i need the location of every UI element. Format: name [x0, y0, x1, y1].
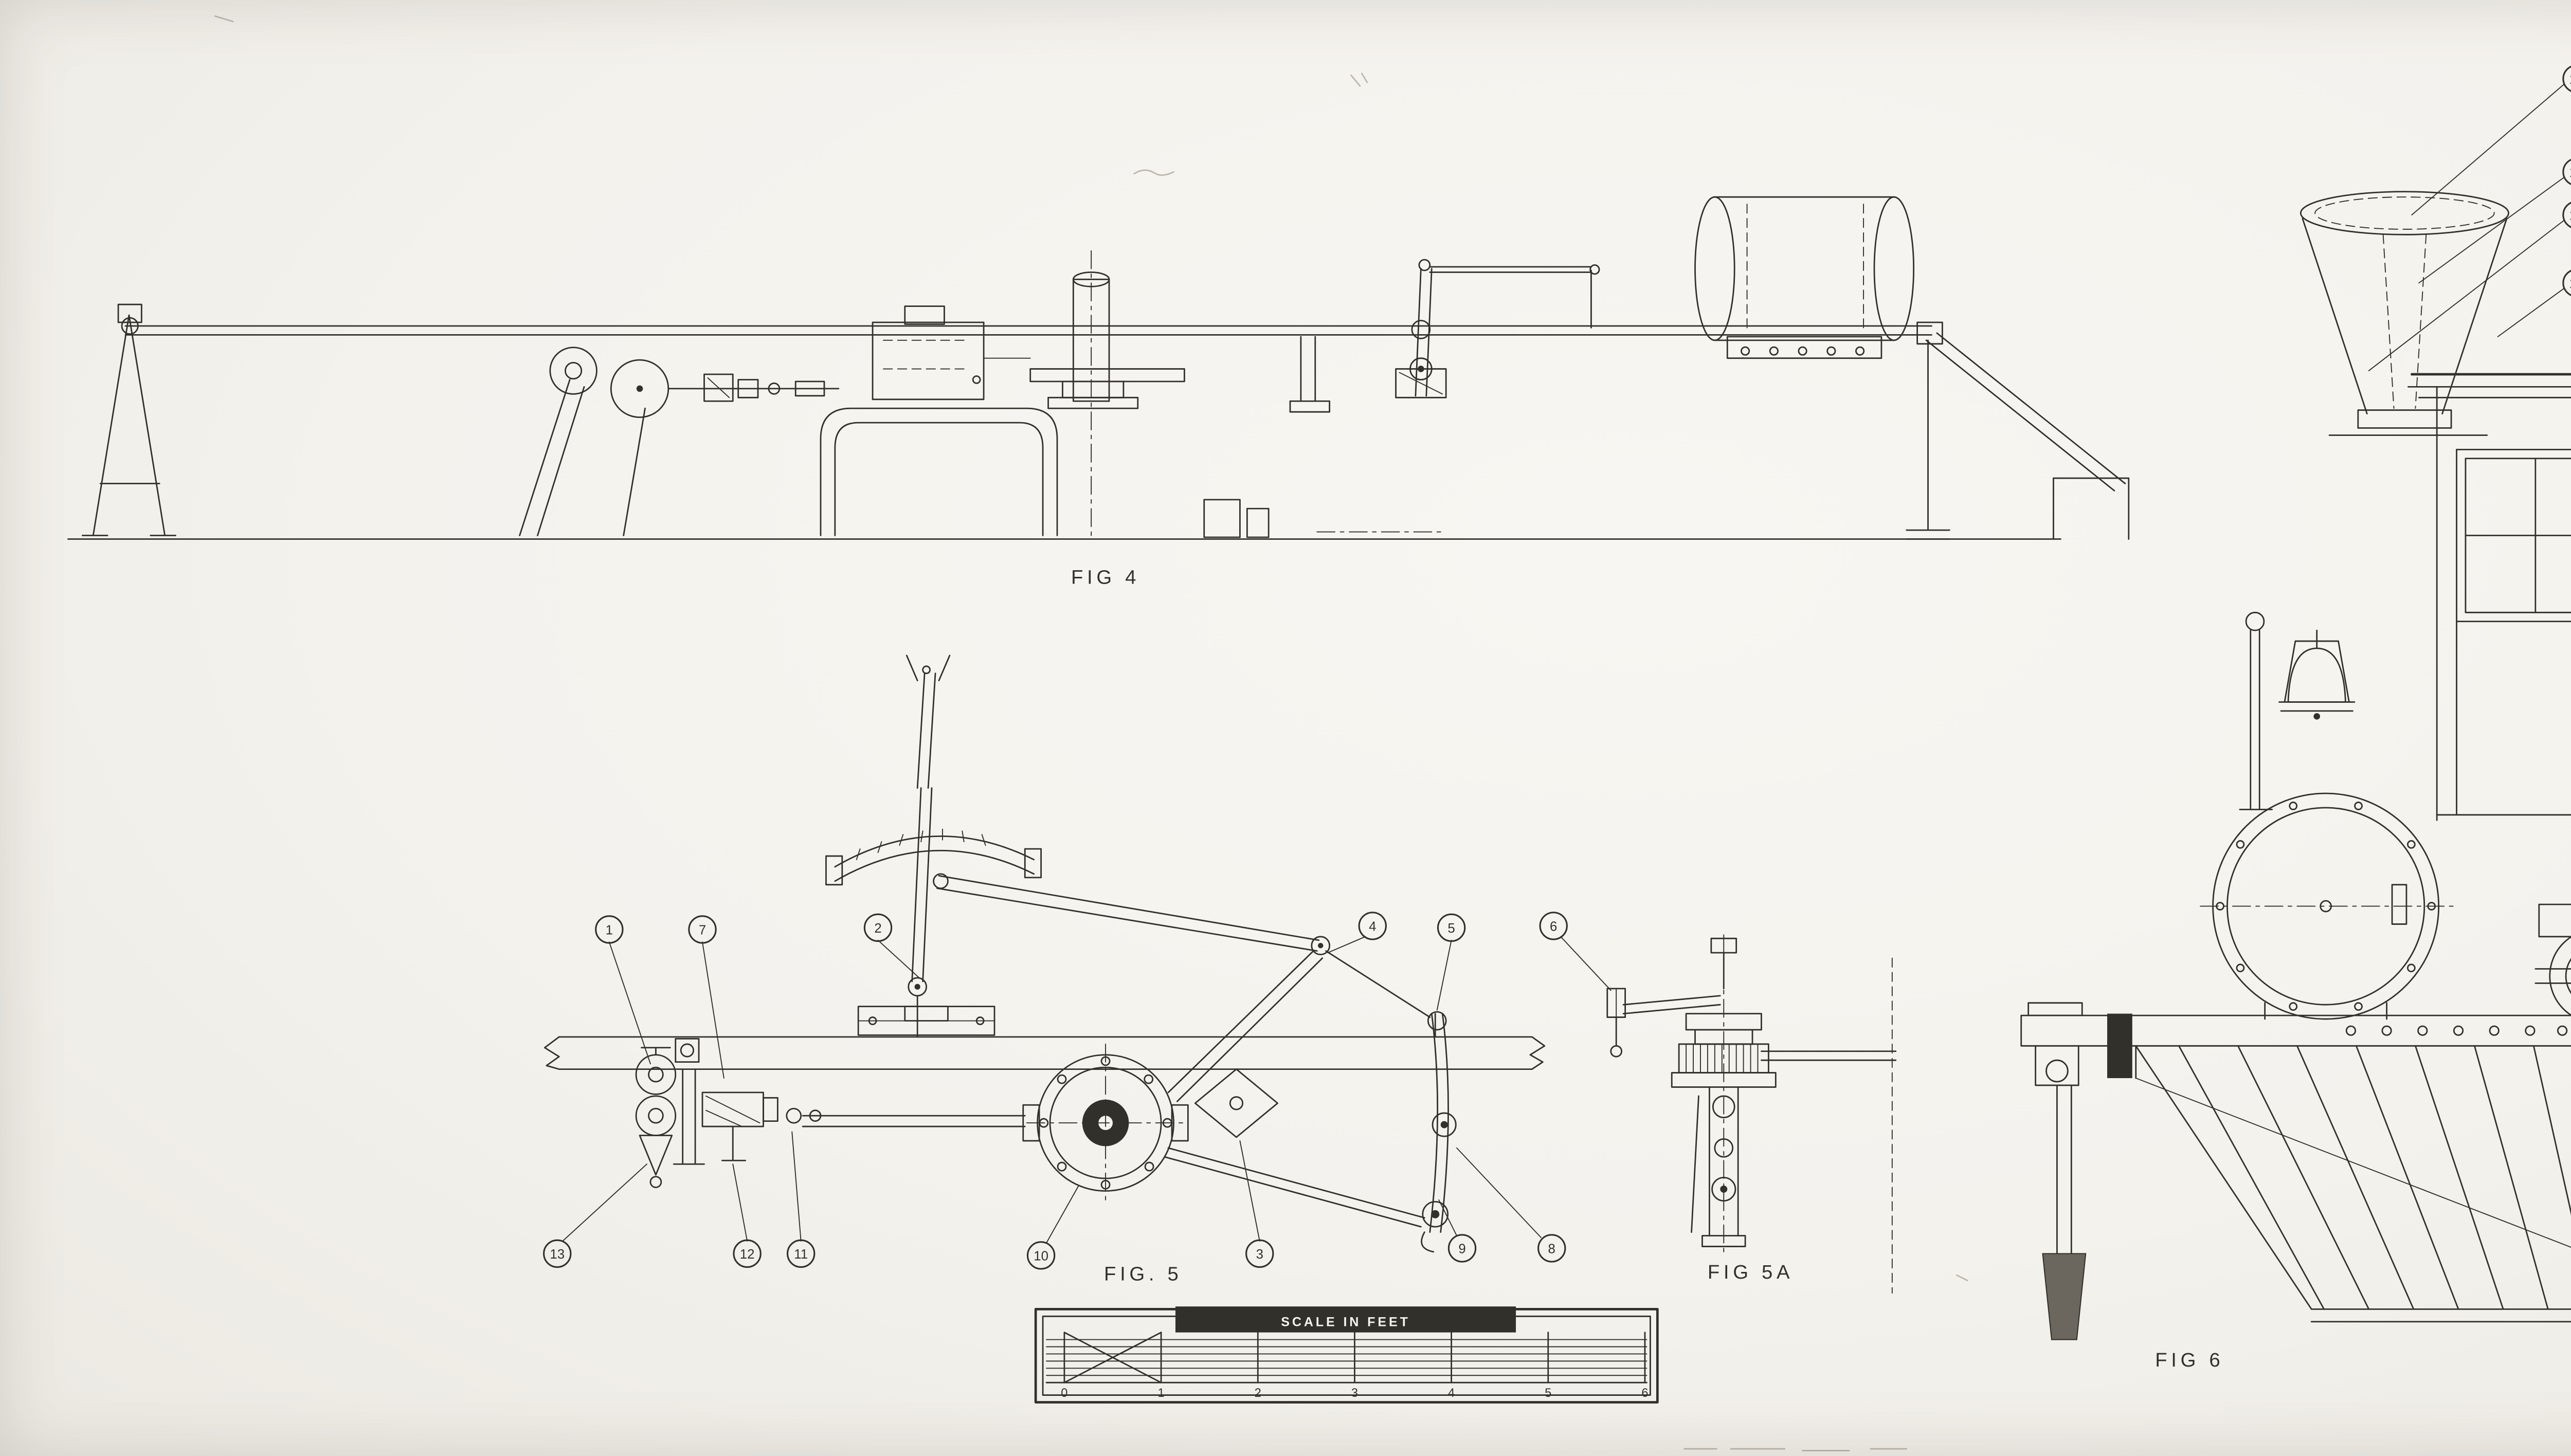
fig6-air-pump [2534, 903, 2571, 1016]
svg-text:4: 4 [1369, 920, 1376, 934]
callout-bubble: 2 [863, 913, 893, 942]
svg-text:3: 3 [1256, 1247, 1263, 1262]
callout-bubble: 11 [786, 1239, 816, 1268]
fig6-deck-beam [2020, 1002, 2571, 1086]
callout-bubble: 1 [595, 915, 624, 944]
paper-artifact [214, 15, 1968, 1451]
callout-bubble: 3 [1245, 1239, 1274, 1268]
fig6-cab [2407, 373, 2571, 821]
fig4-support-frame [81, 303, 176, 536]
svg-text:5: 5 [1447, 921, 1455, 936]
svg-text:16: 16 [2569, 209, 2571, 223]
callout-bubble: 6 [1539, 912, 1568, 940]
svg-text:1: 1 [606, 923, 613, 938]
fig5-quadrant-lever [825, 654, 1042, 1038]
svg-text:6: 6 [1550, 920, 1557, 934]
callout-bubble: 17 [2562, 269, 2571, 296]
fig5-bell-crank [1421, 1011, 1457, 1253]
fig4-drawing [67, 196, 2130, 540]
fig4-valve-box [872, 305, 1031, 401]
fig5-label: FIG. 5 [1104, 1263, 1182, 1285]
scale-bar: SCALE IN FEET 0 1 2 3 4 5 6 [1034, 1306, 1659, 1404]
callout-bubble: 9 [1447, 1234, 1477, 1263]
fig4-pulleys [549, 347, 669, 418]
callout-bubble: 7 [688, 915, 717, 944]
callout-bubble: 10 [1026, 1241, 1056, 1270]
svg-text:11: 11 [794, 1247, 808, 1262]
scale-tick: 0 [1061, 1387, 1067, 1400]
scale-bar-title: SCALE IN FEET [1281, 1315, 1410, 1329]
scale-tick: 2 [1255, 1387, 1261, 1400]
fig5-diamond-plate [1194, 1068, 1278, 1138]
fig6-bell [2239, 611, 2356, 810]
svg-text:17: 17 [2569, 277, 2571, 291]
fig5a-label: FIG 5A [1708, 1261, 1794, 1283]
fig5-valve-cluster [635, 1047, 822, 1188]
callout-bubble: 8 [1537, 1234, 1566, 1263]
fig5a-drawing [1606, 934, 1897, 1294]
svg-text:8: 8 [1548, 1242, 1555, 1257]
fig6-drawing [2020, 191, 2571, 1340]
callout-bubble: 13 [543, 1239, 572, 1268]
scale-tick: 1 [1157, 1387, 1164, 1400]
scale-tick: 3 [1351, 1387, 1358, 1400]
callout-bubble: 16 [2562, 202, 2571, 228]
fig4-hand-lever [1395, 259, 1600, 398]
scale-tick: 6 [1641, 1387, 1648, 1400]
scale-bar-title-box [1175, 1306, 1516, 1333]
fig4-label: FIG 4 [1071, 567, 1140, 589]
svg-text:2: 2 [874, 921, 881, 936]
fig4-air-reservoir [1694, 196, 1915, 359]
svg-text:14: 14 [2569, 72, 2571, 87]
callout-bubble: 5 [1437, 913, 1466, 942]
svg-text:10: 10 [1034, 1249, 1048, 1264]
callout-bubble: 4 [1358, 912, 1387, 940]
fig6-cab-window [2456, 448, 2571, 623]
fig6-coupler [2042, 1084, 2087, 1340]
callout-leaders [562, 83, 2565, 1244]
svg-text:12: 12 [740, 1247, 755, 1262]
callout-bubble: 12 [733, 1239, 762, 1268]
fig6-label: FIG 6 [2155, 1349, 2224, 1371]
scale-tick: 4 [1448, 1387, 1455, 1400]
fig4-center-stand [1029, 250, 1185, 536]
fig6-smokebox [2200, 792, 2455, 1020]
callout-bubble: 15 [2562, 158, 2571, 185]
fig5-flanged-hub [1022, 1043, 1189, 1203]
fig6-smokestack [2300, 191, 2509, 436]
svg-text:13: 13 [550, 1247, 565, 1262]
callout-bubble: 14 [2562, 65, 2571, 92]
svg-text:9: 9 [1458, 1242, 1465, 1257]
fig6-pilot [2135, 1045, 2571, 1323]
svg-text:7: 7 [699, 923, 706, 938]
fig5-drawing [544, 654, 1546, 1253]
scale-tick: 5 [1545, 1387, 1551, 1400]
svg-text:15: 15 [2569, 166, 2571, 180]
